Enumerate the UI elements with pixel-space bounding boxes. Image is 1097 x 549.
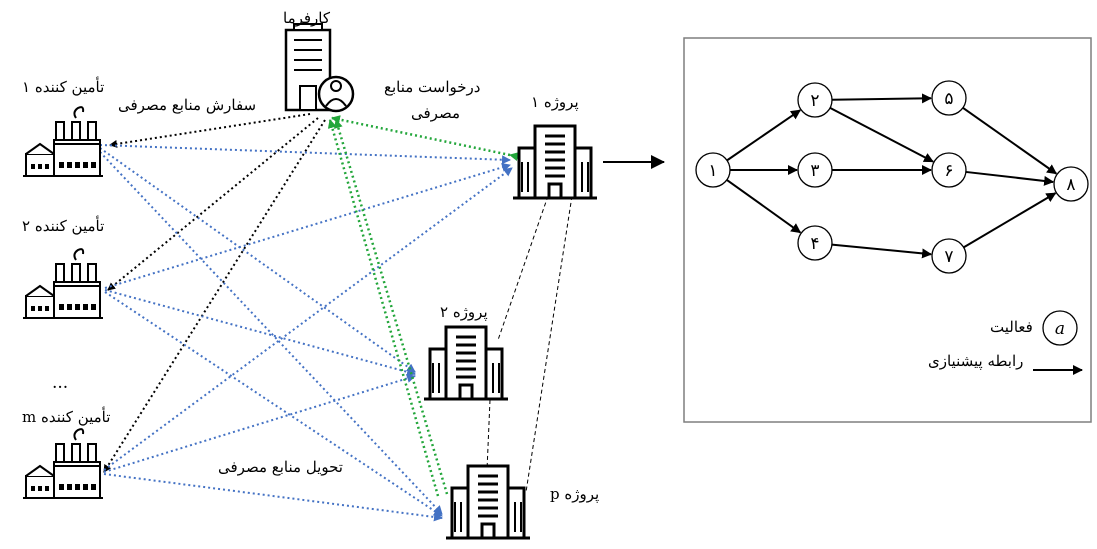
order-label: سفارش منابع مصرفی (118, 96, 257, 114)
factory-icon (22, 428, 104, 499)
project-1-label: پروژه ۱ (531, 93, 579, 111)
activity-node-2: ۲ (797, 82, 833, 118)
legend-activity-symbol: a (1055, 319, 1065, 339)
activity-node-circle (931, 80, 967, 116)
precedence-edge-8 (962, 106, 1058, 175)
delivery-arrow (104, 163, 511, 289)
precedence-edge-5 (829, 106, 934, 163)
legend-activity-label: فعالیت (990, 318, 1033, 336)
order-arrows (103, 113, 326, 473)
delivery-arrow (99, 151, 443, 515)
precedence-edge-10 (963, 192, 1057, 249)
delivery-arrow (103, 473, 443, 522)
project-links (486, 195, 573, 493)
supplier-1-label: تأمین کننده ۱ (22, 78, 105, 96)
building-icon (444, 464, 532, 540)
request-arrow-project-p-2 (333, 119, 449, 495)
network-panel (683, 37, 1092, 423)
activity-node-circle (797, 225, 833, 261)
project-2-label: پروژه ۲ (440, 303, 488, 321)
employer-icon (284, 23, 355, 113)
activity-node-label: ۶ (944, 161, 953, 181)
request-label-line1: درخواست منابع (384, 78, 481, 96)
supplier-ellipsis: ... (52, 373, 69, 393)
activity-node-label: ۳ (810, 161, 819, 181)
activity-node-circle (797, 82, 833, 118)
activity-node-3: ۳ (797, 152, 833, 188)
factory-icon (22, 106, 104, 177)
activity-node-5: ۵ (931, 80, 967, 116)
building-icon (422, 325, 510, 401)
order-arrow-supplier-m (103, 119, 326, 473)
activity-node-label: ۵ (944, 89, 953, 109)
project-p-label: پروژه p (550, 485, 600, 503)
request-arrows (327, 115, 519, 497)
precedence-edge-4 (831, 93, 933, 104)
request-arrow-project-1 (331, 115, 519, 162)
precedence-edge-1 (726, 109, 801, 162)
activity-node-1: ۱ (695, 152, 731, 188)
activity-node-circle (931, 152, 967, 188)
precedence-edge-9 (965, 170, 1055, 186)
activity-node-8: ۸ (1053, 166, 1089, 202)
order-arrow-supplier-1 (109, 113, 311, 148)
precedence-edge-3 (726, 179, 802, 234)
factory-icon (22, 248, 104, 319)
request-arrow-project-p (327, 119, 440, 497)
building-icon (511, 124, 599, 200)
delivery-arrow (104, 289, 416, 377)
activity-node-label: ۷ (944, 247, 953, 267)
supplier-m-label: تأمین کننده m (22, 408, 111, 426)
delivery-arrow (104, 291, 443, 517)
delivery-arrow (99, 147, 416, 373)
order-arrow-supplier-2 (107, 117, 319, 291)
activity-node-circle (931, 238, 967, 274)
delivery-arrow (91, 140, 511, 165)
precedence-edge-7 (831, 243, 933, 259)
activity-node-label: ۲ (810, 91, 819, 111)
legend-precedence-label: رابطه پیشنیازی (928, 352, 1024, 370)
activity-node-4: ۴ (797, 225, 833, 261)
delivery-arrow (103, 374, 416, 473)
network-nodes: ۱ ۲ ۳ ۴ ۵ ۶ ۷ ۸ (695, 80, 1089, 274)
delivery-label: تحویل منابع مصرفی (218, 458, 343, 476)
activity-node-circle (695, 152, 731, 188)
activity-node-circle (1053, 166, 1089, 202)
request-label-line2: مصرفی (411, 104, 460, 122)
activity-node-7: ۷ (931, 238, 967, 274)
employer-label: کارفرما (283, 9, 331, 27)
activity-node-label: ۴ (810, 234, 819, 254)
network-edges (726, 93, 1058, 259)
activity-node-label: ۱ (708, 161, 717, 181)
activity-node-circle (797, 152, 833, 188)
supplier-2-label: تأمین کننده ۲ (22, 217, 105, 235)
legend: a (1033, 310, 1083, 375)
activity-node-label: ۸ (1066, 175, 1075, 195)
legend-activity-circle (1042, 310, 1078, 346)
activity-node-6: ۶ (931, 152, 967, 188)
